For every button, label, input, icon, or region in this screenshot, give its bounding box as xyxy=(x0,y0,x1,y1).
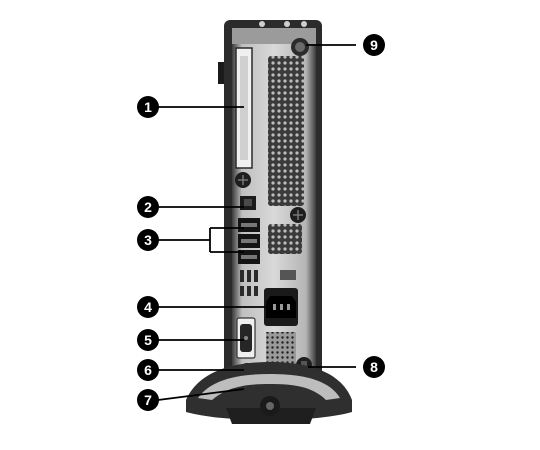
label-plate xyxy=(280,270,296,280)
callout-7: 7 xyxy=(137,389,159,411)
callout-6: 6 xyxy=(137,359,159,381)
callout-2: 2 xyxy=(137,196,159,218)
callout-label: 2 xyxy=(144,199,152,215)
usb-ports xyxy=(238,218,260,264)
small-vent-slots xyxy=(240,270,258,296)
callout-label: 6 xyxy=(144,362,152,378)
callout-label: 5 xyxy=(144,332,152,348)
callout-8: 8 xyxy=(363,356,385,378)
callout-label: 9 xyxy=(370,37,378,53)
power-connector xyxy=(264,288,298,326)
callout-3: 3 xyxy=(137,229,159,251)
computer-stand xyxy=(186,362,352,424)
callout-leader-lines xyxy=(157,44,356,401)
vga-monitor-connector xyxy=(236,317,256,359)
callout-9: 9 xyxy=(363,34,385,56)
computer-rear-chassis xyxy=(218,20,322,415)
callout-label: 1 xyxy=(144,99,152,115)
panel-screw xyxy=(290,207,306,223)
upper-vent xyxy=(268,56,304,206)
callout-4: 4 xyxy=(137,296,159,318)
middle-vent xyxy=(268,224,302,254)
callout-5: 5 xyxy=(137,329,159,351)
callout-1: 1 xyxy=(137,96,159,118)
panel-screw xyxy=(235,172,251,188)
thumbscrew xyxy=(291,38,309,56)
callout-label: 4 xyxy=(144,299,152,315)
leader-line-3 xyxy=(158,227,244,253)
callout-label: 8 xyxy=(370,359,378,375)
side-tab xyxy=(218,62,224,84)
leader-line-7 xyxy=(157,388,245,401)
callout-label: 3 xyxy=(144,232,152,248)
callout-label: 7 xyxy=(144,392,152,408)
